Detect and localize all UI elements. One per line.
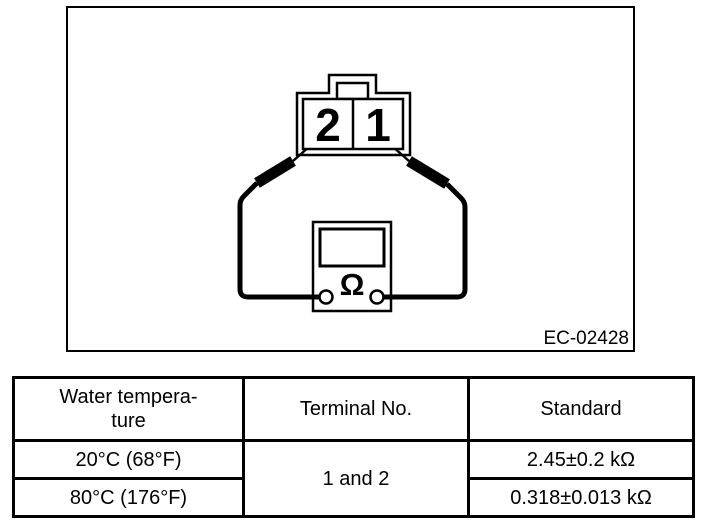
ohmmeter-left-jack xyxy=(318,289,334,305)
ohmmeter-body xyxy=(311,220,393,313)
spec-table: Water tempera- ture Terminal No. Standar… xyxy=(12,376,695,518)
connector-latch-tab xyxy=(335,81,370,101)
table-row: 20°C (68°F) 1 and 2 2.45±0.2 kΩ xyxy=(12,439,695,518)
resistance-measurement-diagram: 2 1 Ω EC-02428 xyxy=(237,73,629,349)
cell-terminal-1-and-2: 1 and 2 xyxy=(242,439,470,518)
right-test-lead-wire xyxy=(377,182,468,300)
ohmmeter-right-jack xyxy=(369,289,385,305)
left-test-lead-wire xyxy=(237,181,326,300)
cell-temp-80c: 80°C (176°F) xyxy=(12,477,245,518)
right-probe-grip xyxy=(406,156,450,189)
table-row: 80°C (176°F) 0.318±0.013 kΩ xyxy=(12,477,695,518)
figure-box: 2 1 Ω EC-02428 xyxy=(66,6,635,352)
header-standard: Standard xyxy=(467,376,695,442)
cell-standard-20c: 2.45±0.2 kΩ xyxy=(467,439,695,480)
connector-housing-outline xyxy=(295,73,412,157)
terminal-2-label: 2 xyxy=(315,99,341,151)
cell-standard-80c: 0.318±0.013 kΩ xyxy=(467,477,695,518)
header-terminal-no: Terminal No. xyxy=(242,376,470,442)
ohm-symbol: Ω xyxy=(340,267,365,302)
cell-temp-20c: 20°C (68°F) xyxy=(12,439,245,480)
ohmmeter-display xyxy=(318,227,386,268)
terminal-1-label: 1 xyxy=(365,99,391,151)
figure-caption: EC-02428 xyxy=(543,328,629,349)
table-header-row: Water tempera- ture Terminal No. Standar… xyxy=(12,376,695,442)
header-water-temperature: Water tempera- ture xyxy=(12,376,245,442)
left-probe-grip xyxy=(254,156,296,188)
